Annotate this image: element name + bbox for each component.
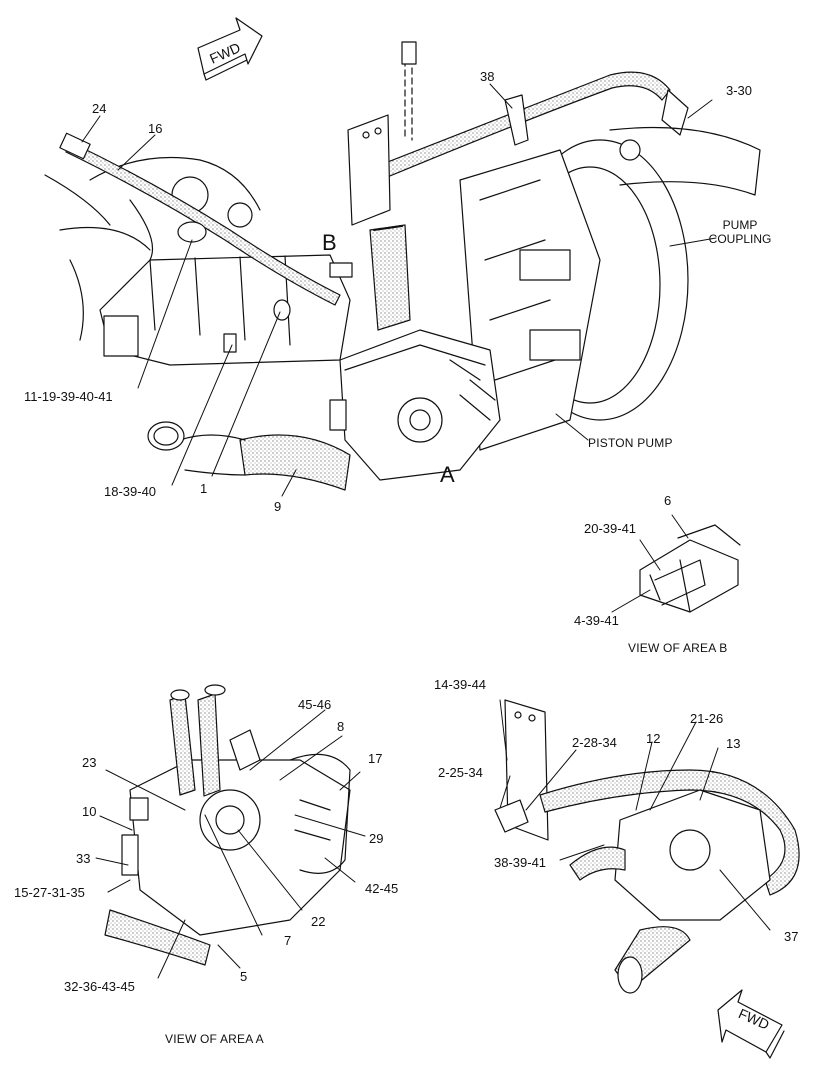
callout-3-30: 3-30	[726, 83, 753, 98]
callout-18-39-40: 18-39-40	[104, 484, 157, 499]
lower-right-detail	[494, 699, 800, 994]
callout-20-39-41: 20-39-41	[584, 521, 637, 536]
hose-9	[147, 421, 351, 491]
callout-37: 37	[784, 929, 799, 944]
small-fittings	[223, 262, 353, 353]
area-letter-b: B	[322, 230, 337, 255]
callout-2-28-34: 2-28-34	[572, 735, 617, 750]
hose-38	[379, 71, 689, 179]
callout-22: 22	[311, 914, 326, 929]
engine-block-outline	[44, 156, 351, 366]
callout-14-39-44: 14-39-44	[434, 677, 487, 692]
callout-6: 6	[664, 493, 672, 508]
pump-coupling-line-1: PUMP	[722, 218, 758, 232]
callout-29: 29	[369, 831, 384, 846]
callout-33: 33	[76, 851, 91, 866]
pump-coupling	[459, 126, 761, 451]
fwd-arrow-bottom	[717, 989, 785, 1059]
callout-13: 13	[726, 736, 741, 751]
callout-1: 1	[200, 481, 208, 496]
callout-38-39-41: 38-39-41	[494, 855, 547, 870]
callout-11-19-39-40-41: 11-19-39-40-41	[24, 389, 113, 404]
callout-5: 5	[240, 969, 248, 984]
piston-pump-label: PISTON PUMP	[588, 436, 673, 450]
callout-21-26: 21-26	[690, 711, 724, 726]
callout-12: 12	[646, 731, 661, 746]
callout-24: 24	[92, 101, 107, 116]
callout-16: 16	[148, 121, 163, 136]
area-b-detail	[639, 524, 741, 613]
hose-16	[59, 132, 341, 306]
pump-coupling-label: PUMP COUPLING	[700, 218, 780, 246]
caption-view-area-b: VIEW OF AREA B	[628, 641, 728, 655]
area-a-detail	[104, 684, 351, 966]
callout-9: 9	[274, 499, 282, 514]
pump-coupling-line-2: COUPLING	[708, 232, 772, 246]
callout-2-25-34: 2-25-34	[438, 765, 483, 780]
callout-38: 38	[480, 69, 495, 84]
callout-4-39-41: 4-39-41	[574, 613, 619, 628]
callout-42-45: 42-45	[365, 881, 399, 896]
callout-8: 8	[337, 719, 345, 734]
callout-23: 23	[82, 755, 97, 770]
fwd-arrow-top	[197, 17, 263, 81]
area-letter-a: A	[440, 462, 455, 487]
caption-view-area-a: VIEW OF AREA A	[165, 1032, 264, 1046]
callout-7: 7	[284, 933, 292, 948]
callout-45-46: 45-46	[298, 697, 332, 712]
callout-32-36-43-45: 32-36-43-45	[64, 979, 135, 994]
pump-body-area-a	[329, 224, 501, 481]
callout-10: 10	[82, 804, 97, 819]
callout-17: 17	[368, 751, 383, 766]
mounting-bracket-plate	[347, 41, 417, 226]
callout-15-27-31-35: 15-27-31-35	[14, 885, 85, 900]
leader-lines	[81, 83, 771, 979]
